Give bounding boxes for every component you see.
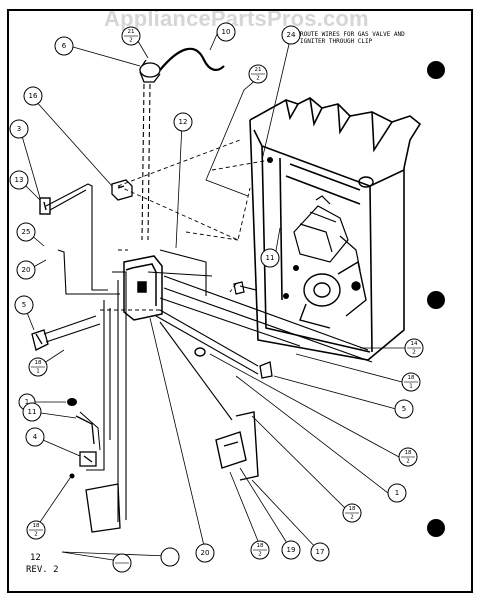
callout-den: 1 (409, 384, 413, 390)
binder-hole-top (427, 61, 445, 79)
callout-label: 25 (22, 228, 31, 236)
callout-12: 12 (173, 112, 193, 132)
callout-den: 2 (350, 515, 354, 521)
callout-16: 16 (23, 86, 43, 106)
binder-hole-middle (427, 291, 445, 309)
callout-18-2-lower-right: 18 2 (342, 503, 362, 523)
callout-den: 2 (412, 350, 416, 356)
callout-3: 3 (9, 119, 29, 139)
switch-13 (39, 197, 51, 215)
terminal-5 (259, 361, 273, 379)
callout-label: 12 (179, 118, 188, 126)
callout-4: 4 (25, 427, 45, 447)
callout-den: 2 (34, 532, 38, 538)
callout-label: 4 (33, 433, 38, 441)
ice-mechanism (293, 195, 361, 271)
callout-num: 14 (411, 341, 418, 347)
callout-num: 18 (257, 543, 264, 549)
callout-label: 13 (15, 176, 24, 184)
binder-hole-bottom (427, 519, 445, 537)
control-board-17 (123, 255, 163, 321)
callout-label: 5 (402, 405, 406, 413)
callout-25: 25 (16, 222, 36, 242)
callout-label: 19 (287, 546, 296, 554)
bracket-panel-20 (85, 483, 121, 533)
latch (233, 281, 245, 295)
callout-21-2-mid: 21 2 (248, 64, 268, 84)
callout-num: 18 (408, 375, 415, 381)
callout-den: 2 (129, 38, 133, 44)
callout-label: 1 (395, 489, 399, 497)
callout-label: 17 (316, 548, 325, 556)
revision-label: REV. 2 (26, 565, 59, 575)
callout-num: 18 (349, 506, 356, 512)
motor-assembly (299, 260, 367, 329)
callout-num: 18 (35, 360, 42, 366)
dispenser-housing (249, 97, 422, 361)
callout-11-right: 11 (260, 248, 280, 268)
callout-1-right: 1 (387, 483, 407, 503)
callout-label: 24 (287, 31, 296, 39)
callout-label: 5 (22, 301, 26, 309)
callout-10: 10 (216, 22, 236, 42)
callout-label: 20 (201, 549, 210, 557)
callout-den: 2 (406, 459, 410, 465)
callout-24: 24 (281, 25, 301, 45)
housing-hole (283, 293, 289, 299)
callout-18-1-left: 18 1 (28, 357, 48, 377)
component-4 (79, 451, 97, 467)
callout-label: 11 (266, 254, 275, 262)
callout-21-2-top: 21 2 (121, 26, 141, 46)
callout-den: 1 (36, 369, 40, 375)
callout-num: 21 (128, 29, 135, 35)
callout-label: 11 (28, 408, 37, 416)
power-cord (159, 47, 225, 72)
module-19 (215, 411, 259, 481)
callout-label: 1 (25, 398, 29, 406)
callout-label: 6 (62, 42, 67, 50)
callout-13: 13 (9, 170, 29, 190)
callout-6: 6 (54, 36, 74, 56)
callout-label: 10 (222, 28, 231, 36)
callout-5-right: 5 (394, 399, 414, 419)
grommet-1 (67, 398, 77, 406)
callout-num: 18 (33, 523, 40, 529)
callout-18-1-right: 18 1 (401, 372, 421, 392)
callout-label: 16 (29, 92, 38, 100)
callout-20-bottom (160, 547, 180, 567)
callout-label: 20 (22, 266, 31, 274)
callout-num: 21 (255, 67, 262, 73)
housing-hole (293, 265, 299, 271)
page-number: 12 (30, 553, 41, 563)
housing-knob (358, 176, 374, 188)
callout-14-2: 14 2 (404, 338, 424, 358)
grommet (194, 347, 206, 357)
page-border (7, 9, 473, 593)
route-wires-note: ROUTE WIRES FOR GAS VALVE AND IGNITER TH… (300, 31, 405, 45)
callout-20-left: 20 (16, 260, 36, 280)
connector-block-16 (111, 179, 133, 201)
callout-5-left: 5 (14, 295, 34, 315)
callout-label: 3 (17, 125, 21, 133)
callout-2: 19 (281, 540, 301, 560)
callout-18-2-bottom: 18 2 (250, 540, 270, 560)
callout-den: 2 (258, 552, 262, 558)
callout-18-2-right-mid: 18 2 (398, 447, 418, 467)
callout-den: 2 (256, 76, 260, 82)
callout-19: 17 (310, 542, 330, 562)
valve-assembly (139, 59, 161, 83)
leader-lines (19, 31, 405, 563)
callout-11-left: 11 (22, 402, 42, 422)
relay-5 (31, 329, 49, 351)
callout-17: 20 (195, 543, 215, 563)
callout-18-2-left-low: 18 2 (26, 520, 46, 540)
wire-harness (43, 83, 373, 522)
callout-num: 18 (405, 450, 412, 456)
wire-11 (75, 415, 95, 445)
callout-21-2-bottom (112, 553, 132, 573)
